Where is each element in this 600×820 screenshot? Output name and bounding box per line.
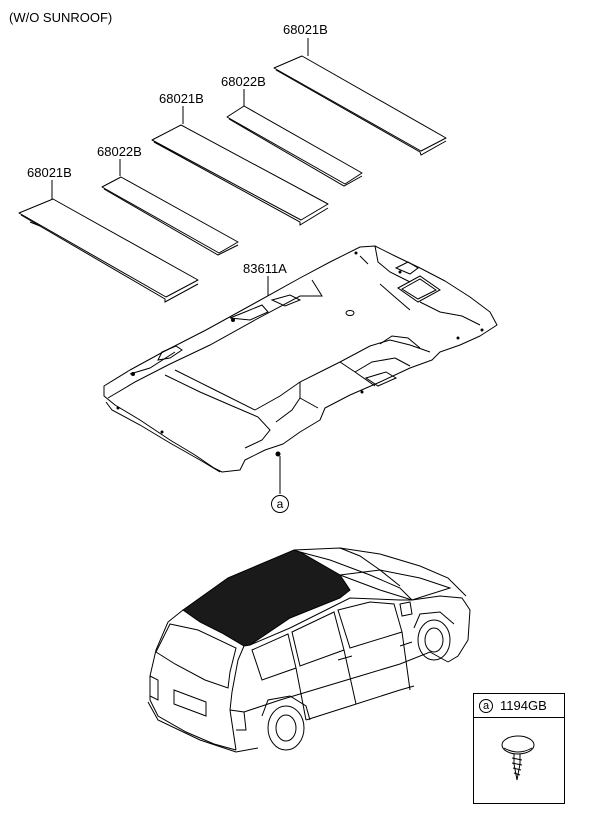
pad-panel-fifth — [18, 180, 199, 303]
part-label-panel-fifth[interactable]: 68021B — [27, 165, 72, 180]
clip-fastener-drawing — [501, 735, 535, 781]
part-label-headlining[interactable]: 83611A — [243, 261, 287, 276]
pad-panel-third — [151, 106, 329, 226]
part-label-panel-top[interactable]: 68021B — [283, 22, 328, 37]
headlining-trim — [103, 245, 498, 494]
part-label-panel-third[interactable]: 68021B — [159, 91, 204, 106]
fastener-callout-marker[interactable]: a — [271, 495, 289, 513]
vehicle-illustration — [147, 547, 471, 753]
legend-part-number[interactable]: 1194GB — [500, 698, 547, 713]
fastener-legend: a 1194GB — [473, 693, 565, 804]
part-label-panel-second[interactable]: 68022B — [221, 74, 266, 89]
pad-panel-fourth — [101, 159, 239, 256]
pad-panel-second — [226, 89, 363, 187]
legend-marker: a — [479, 699, 493, 713]
variant-note: (W/O SUNROOF) — [9, 10, 113, 25]
part-label-panel-fourth[interactable]: 68022B — [97, 144, 142, 159]
pad-panel-top — [273, 38, 447, 156]
legend-header: a 1194GB — [474, 694, 564, 718]
